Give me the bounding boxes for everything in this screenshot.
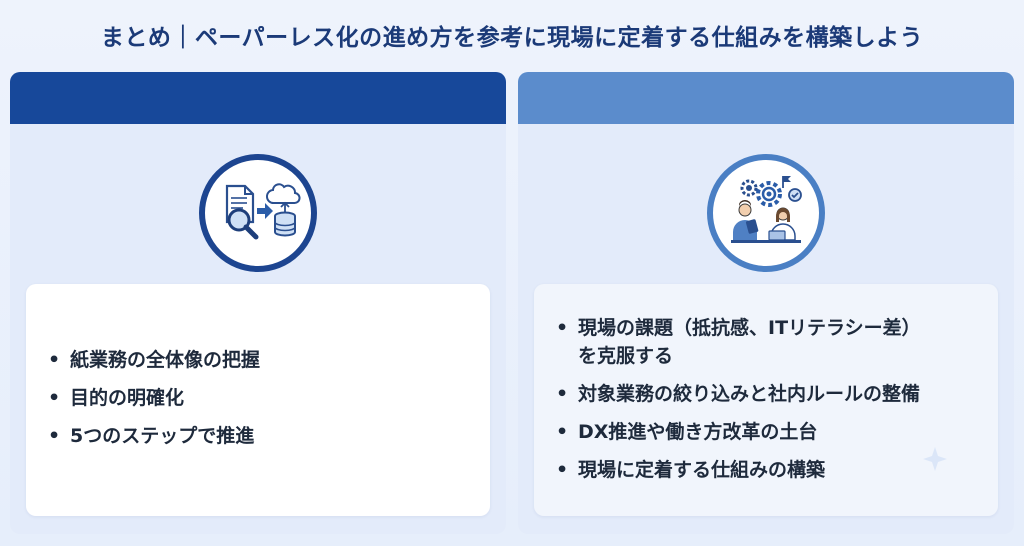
left-summary-card: 紙業務の全体像の把握 目的の明確化 5つのステップで推進 bbox=[26, 284, 490, 516]
list-item-line: を克服する bbox=[578, 345, 674, 367]
right-panel-header bbox=[518, 72, 1014, 124]
left-summary-list: 紙業務の全体像の把握 目的の明確化 5つのステップで推進 bbox=[48, 346, 260, 460]
sparkle-icon bbox=[923, 447, 947, 471]
team-collaboration-gears-icon bbox=[707, 154, 825, 272]
list-item: 対象業務の絞り込みと社内ルールの整備 bbox=[556, 380, 921, 408]
list-item: 紙業務の全体像の把握 bbox=[48, 346, 260, 374]
left-summary-panel: 紙業務の全体像の把握 目的の明確化 5つのステップで推進 bbox=[10, 72, 506, 534]
list-item: 現場に定着する仕組みの構築 bbox=[556, 456, 921, 484]
left-panel-header bbox=[10, 72, 506, 124]
right-summary-card: 現場の課題（抵抗感、ITリテラシー差） を克服する 対象業務の絞り込みと社内ルー… bbox=[534, 284, 998, 516]
list-item: 現場の課題（抵抗感、ITリテラシー差） を克服する bbox=[556, 314, 921, 370]
document-search-cloud-database-icon bbox=[199, 154, 317, 272]
list-item: 5つのステップで推進 bbox=[48, 422, 260, 450]
right-summary-list: 現場の課題（抵抗感、ITリテラシー差） を克服する 対象業務の絞り込みと社内ルー… bbox=[556, 314, 921, 494]
list-item-line: 現場の課題（抵抗感、ITリテラシー差） bbox=[578, 317, 921, 339]
page-title: まとめ｜ペーパーレス化の進め方を参考に現場に定着する仕組みを構築しよう bbox=[100, 25, 924, 51]
list-item: DX推進や働き方改革の土台 bbox=[556, 418, 921, 446]
list-item: 目的の明確化 bbox=[48, 384, 260, 412]
